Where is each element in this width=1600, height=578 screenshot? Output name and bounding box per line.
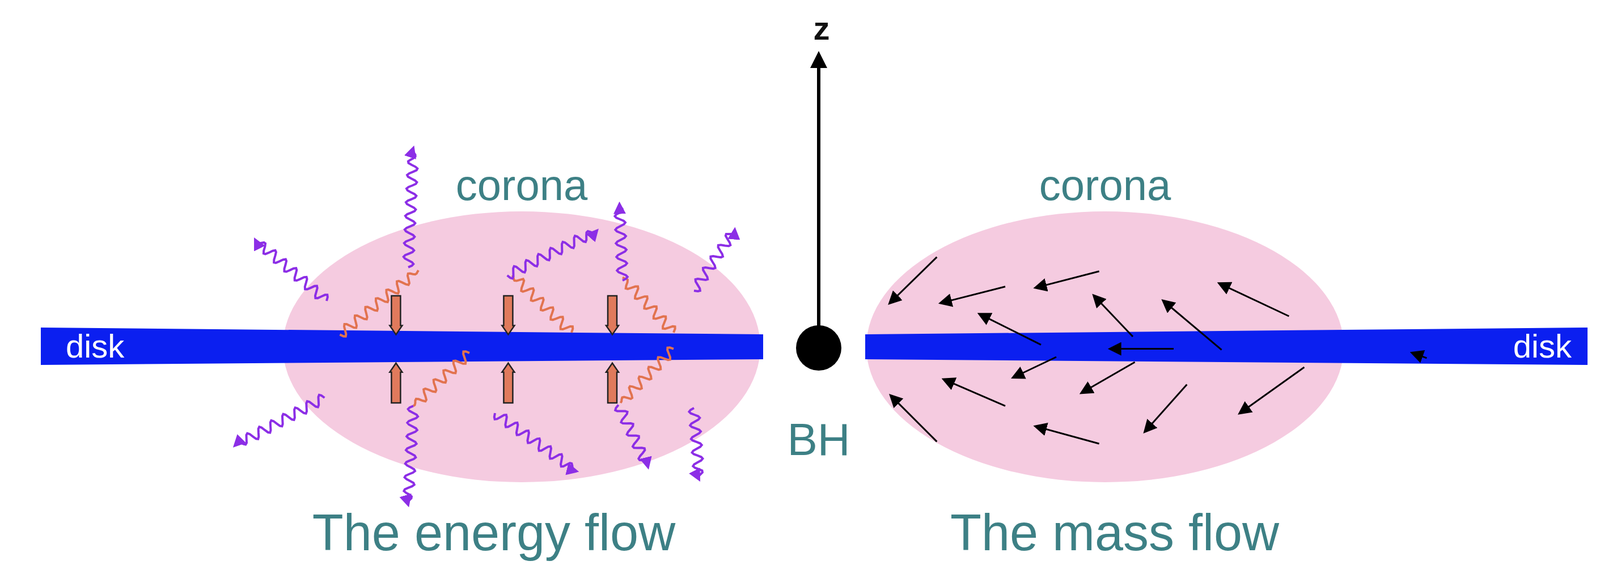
photon-path [339, 270, 419, 337]
flow-arrow [1163, 301, 1222, 350]
flow-arrow [1081, 362, 1136, 393]
photon-path [255, 239, 328, 302]
accretion-disk-shape [40, 327, 764, 366]
photon-path [234, 395, 325, 447]
flow-arrow [1110, 348, 1174, 350]
flow-arrow [890, 257, 938, 304]
flow-arrow [1013, 357, 1057, 378]
photon-path [622, 277, 676, 333]
heating-arrow [501, 363, 515, 404]
flow-arrow [944, 379, 1006, 407]
accretion-disk: disk [865, 327, 1588, 366]
flow-arrow [1412, 353, 1427, 359]
heating-arrow [389, 295, 402, 335]
region-label: corona [1039, 163, 1171, 207]
panel-caption: The energy flow [312, 507, 676, 559]
flow-arrow [941, 286, 1006, 304]
photon-path [614, 204, 628, 281]
heating-arrow [606, 295, 619, 335]
flow-arrow [1094, 295, 1133, 337]
region-label: corona [455, 163, 588, 207]
flow-arrow [890, 395, 937, 442]
accretion-disk-shape [865, 327, 1588, 366]
region-label: disk [65, 329, 125, 363]
flow-arrow [979, 314, 1041, 345]
flow-arrow [1219, 283, 1289, 317]
region-label: disk [1513, 329, 1572, 363]
flow-arrow [1035, 271, 1100, 289]
heating-arrow [389, 363, 402, 404]
photon-path [615, 405, 649, 468]
photon-path [507, 230, 598, 279]
object-label: BH [786, 417, 850, 463]
heating-arrow [501, 295, 515, 335]
black-hole-shape [796, 325, 842, 371]
photon-path [494, 413, 577, 472]
photon-path [403, 405, 418, 506]
flow-arrow [1239, 367, 1305, 414]
flow-arrow [1145, 384, 1188, 433]
panel-caption: The mass flow [950, 507, 1280, 559]
accretion-disk: disk [40, 327, 764, 366]
axis-label: z [813, 11, 831, 45]
photon-path [413, 351, 470, 406]
z-axis [817, 54, 821, 327]
black-hole: BH [796, 325, 842, 371]
photon-path [403, 147, 418, 268]
photon-path [512, 275, 574, 333]
flow-arrow [1035, 426, 1100, 444]
heating-arrow [606, 363, 619, 404]
photon-path [693, 229, 735, 292]
photon-path [688, 408, 703, 480]
photon-path [620, 347, 674, 404]
